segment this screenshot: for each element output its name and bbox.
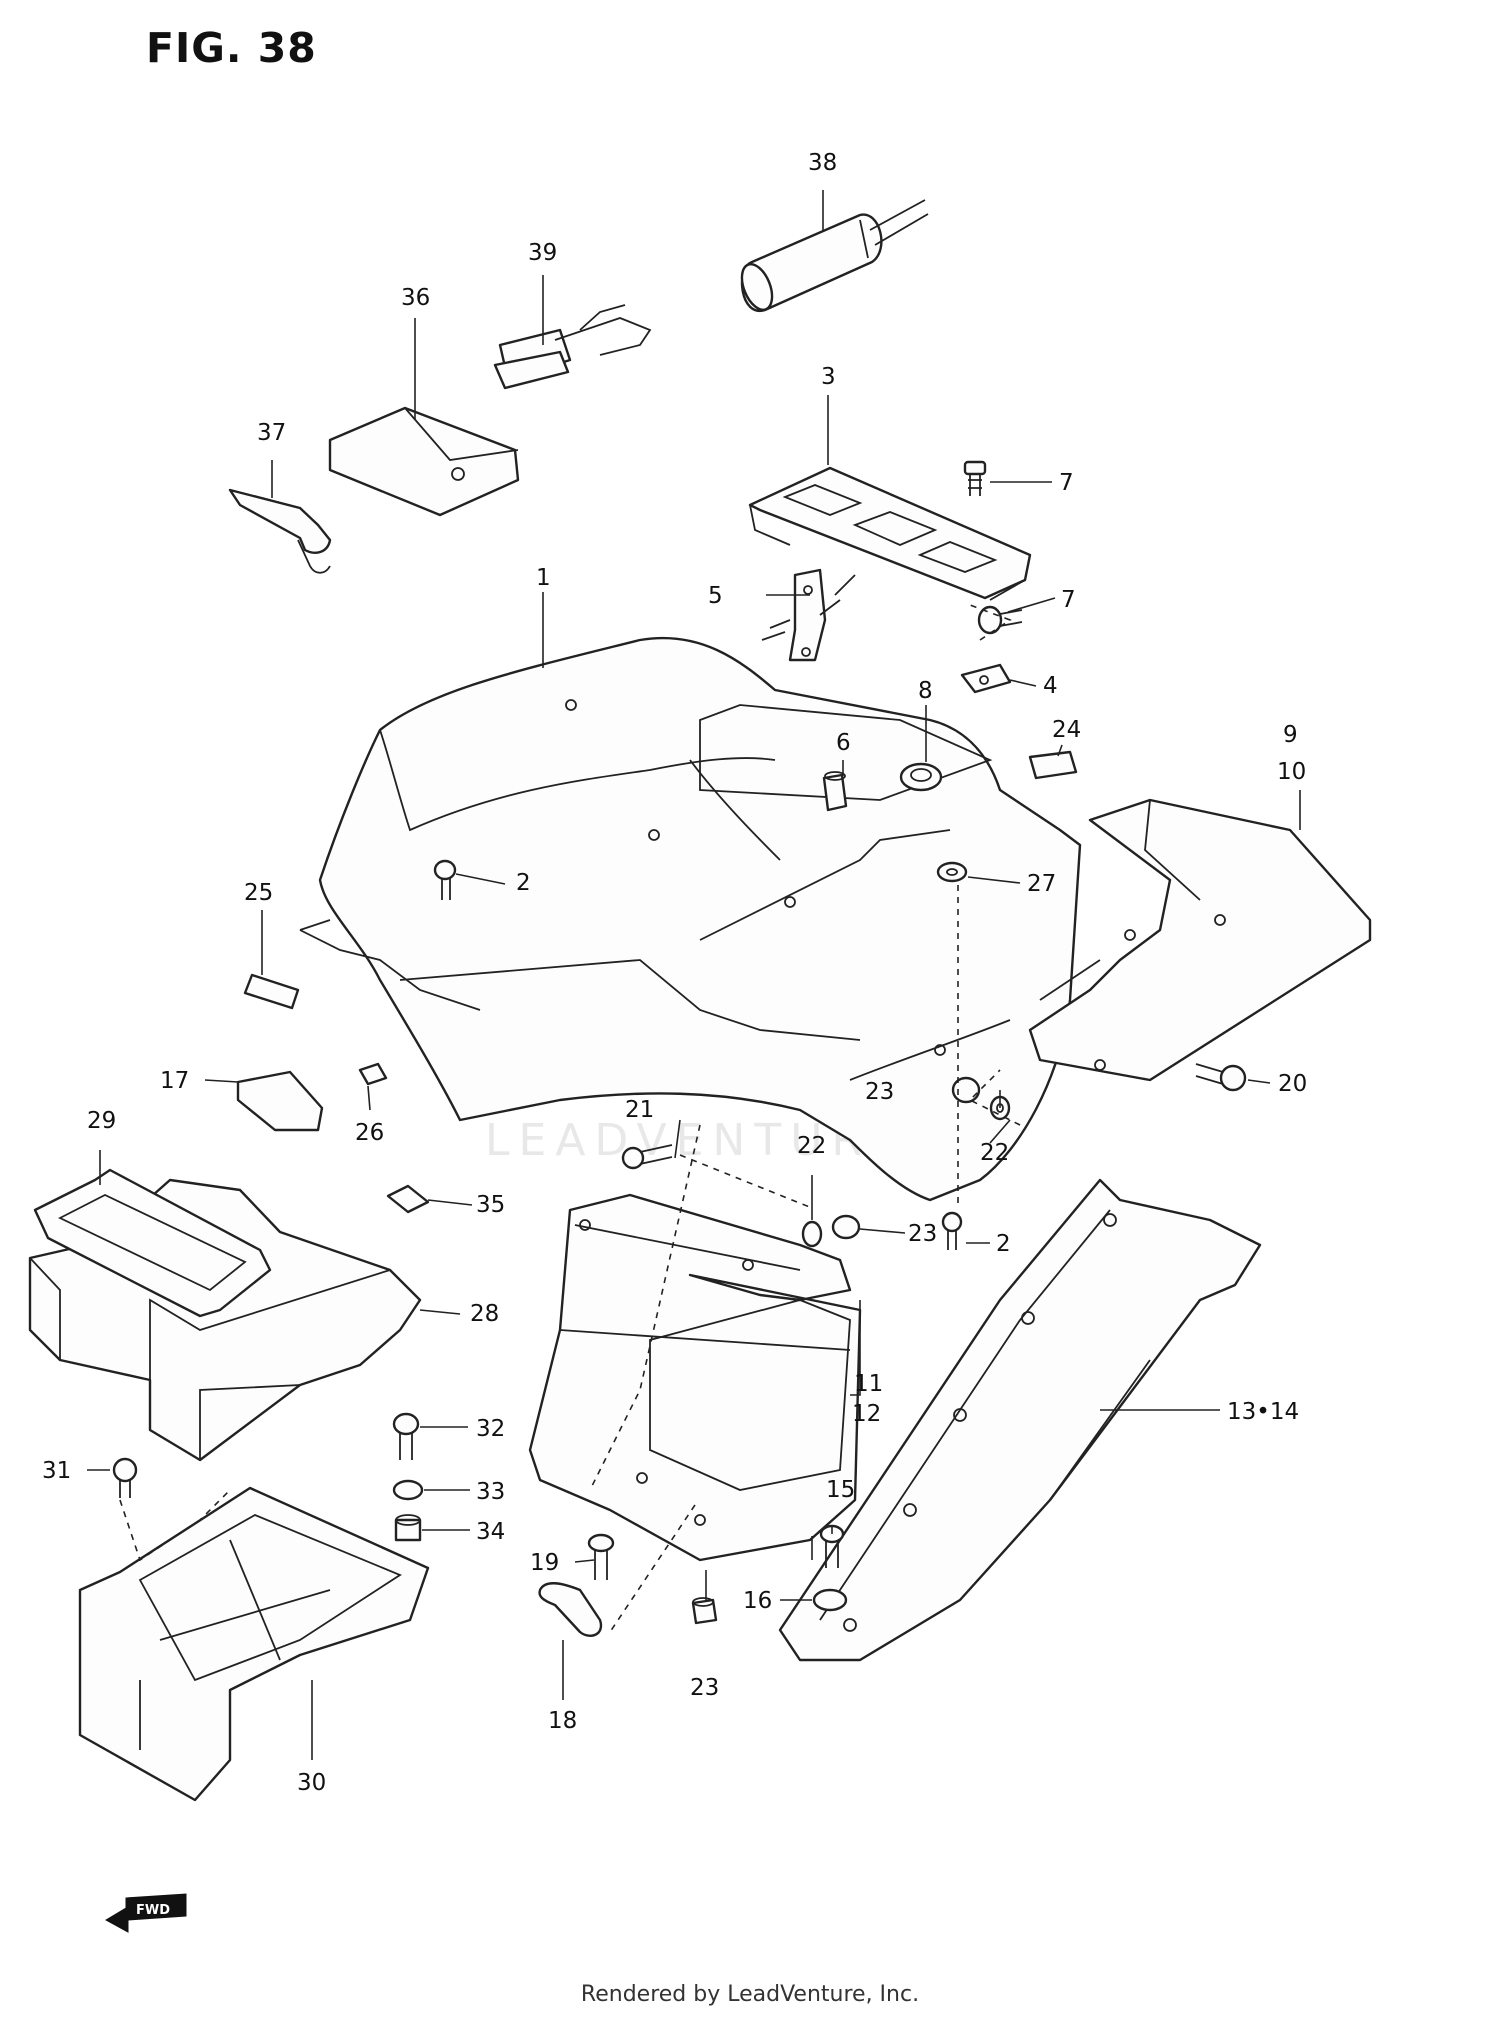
callout-10: 10 (1277, 759, 1306, 785)
callout-23-b: 23 (908, 1221, 937, 1247)
callout-22-b: 22 (980, 1140, 1009, 1166)
part-7-bolt-top (963, 460, 987, 496)
callout-1: 1 (536, 565, 551, 591)
part-2-bolt-left (433, 859, 457, 900)
assembly-lines (119, 604, 1021, 1633)
part-24-pad (1028, 750, 1078, 780)
callout-35: 35 (476, 1192, 505, 1218)
footer-credit: Rendered by LeadVenture, Inc. (580, 1982, 920, 2007)
callout-27: 27 (1027, 871, 1056, 897)
callout-5: 5 (708, 583, 723, 609)
part-36-tool-bag (328, 406, 520, 517)
callout-19: 19 (530, 1550, 559, 1576)
figure-title: FIG. 38 (146, 24, 317, 72)
callout-30: 30 (297, 1770, 326, 1796)
callout-23-a: 23 (865, 1079, 894, 1105)
part-30-cover (78, 1486, 430, 1802)
part-19-bolt (587, 1533, 615, 1580)
part-23-nut-b (831, 1214, 861, 1240)
part-39-strap (493, 304, 652, 390)
forward-direction-icon: FWD (104, 1893, 187, 1933)
callout-34: 34 (476, 1519, 505, 1545)
callout-26: 26 (355, 1120, 384, 1146)
callout-9: 9 (1283, 722, 1298, 748)
part-22-collar-a (801, 1220, 823, 1248)
forward-direction-label: FWD (136, 1903, 170, 1918)
callout-16: 16 (743, 1588, 772, 1614)
part-32-bolt (392, 1412, 420, 1460)
part-27-washer (936, 861, 968, 883)
callout-2-left: 2 (516, 870, 531, 896)
callout-29: 29 (87, 1108, 116, 1134)
callout-33: 33 (476, 1479, 505, 1505)
callout-31: 31 (42, 1458, 71, 1484)
callout-13-14: 13•14 (1227, 1399, 1299, 1425)
callout-7-side: 7 (1061, 587, 1076, 613)
part-38-tool-roll (740, 199, 929, 312)
part-6-valve (822, 771, 848, 812)
part-37-spanner (228, 488, 332, 574)
part-34-collar (394, 1514, 422, 1542)
callout-25: 25 (244, 880, 273, 906)
callout-22-a: 22 (797, 1133, 826, 1159)
callout-28: 28 (470, 1301, 499, 1327)
callout-6: 6 (836, 730, 851, 756)
part-2-bolt-right (941, 1211, 963, 1250)
callout-38: 38 (808, 150, 837, 176)
part-4-bracket (960, 663, 1012, 694)
callout-15: 15 (826, 1477, 855, 1503)
part-25-clip (243, 973, 300, 1010)
callout-11: 11 (854, 1371, 883, 1397)
callout-4: 4 (1043, 673, 1058, 699)
part-20-bolt (1195, 1063, 1247, 1092)
callout-32: 32 (476, 1416, 505, 1442)
callout-39: 39 (528, 240, 557, 266)
callout-18: 18 (548, 1708, 577, 1734)
part-33-washer (392, 1479, 424, 1501)
part-23-nut-c (691, 1597, 718, 1625)
callout-23-c: 23 (690, 1675, 719, 1701)
callout-36: 36 (401, 285, 430, 311)
callout-21: 21 (625, 1097, 654, 1123)
callout-2-right: 2 (996, 1231, 1011, 1257)
part-18-stay (538, 1582, 603, 1637)
callout-37: 37 (257, 420, 286, 446)
callout-7-top: 7 (1059, 470, 1074, 496)
leader-lines (87, 190, 1301, 1760)
part-8-grommet (899, 762, 943, 792)
callout-20: 20 (1278, 1071, 1307, 1097)
part-3-carrier (748, 466, 1032, 601)
part-5-stay (761, 568, 856, 662)
callout-17: 17 (160, 1068, 189, 1094)
callout-24: 24 (1052, 717, 1081, 743)
callout-12: 12 (852, 1401, 881, 1427)
part-13-14-strip (778, 1178, 1262, 1662)
part-35-pad (386, 1184, 430, 1214)
callouts: 38 39 36 37 3 7 7 4 5 1 6 8 24 9 10 2 27… (42, 150, 1307, 1796)
part-26-clip (358, 1062, 388, 1086)
part-17-plate (236, 1070, 324, 1132)
part-1-rear-fender (299, 636, 1136, 1202)
part-31-bolt (112, 1457, 138, 1498)
part-16-washer (812, 1588, 848, 1612)
callout-8: 8 (918, 678, 933, 704)
part-21-bolt (621, 1144, 673, 1170)
part-23-nut-a (951, 1076, 981, 1104)
callout-3: 3 (821, 364, 836, 390)
part-9-10-mudflap (1028, 798, 1372, 1082)
